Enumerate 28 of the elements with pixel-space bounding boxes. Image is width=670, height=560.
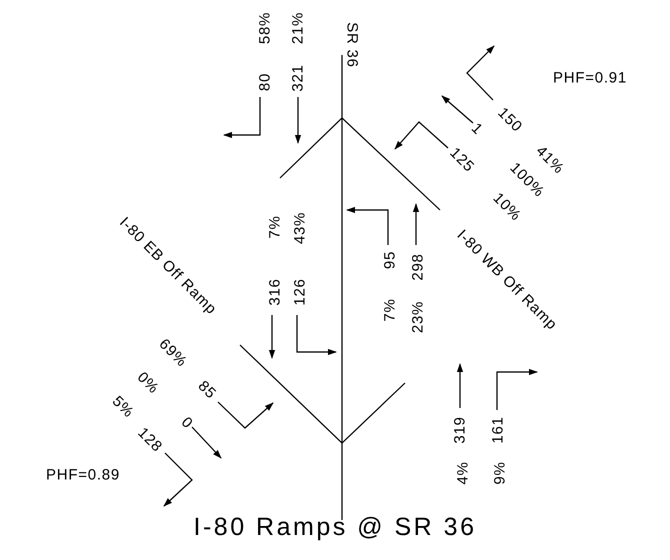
percentage-label: 23% [410,300,426,334]
volume-label: 126 [292,278,308,306]
percentage-label: 5% [110,394,136,420]
volume-label: 321 [290,64,306,92]
volume-label: 85 [195,378,219,402]
volume-label: 150 [495,105,525,135]
volume-label: 298 [410,253,426,281]
percentage-label: 58% [258,12,272,44]
volume-label: 95 [382,250,398,270]
volume-label: 1 [468,120,486,138]
volume-label: 316 [268,278,282,306]
phf-label: PHF=0.91 [553,70,627,86]
phf-label: PHF=0.89 [46,468,120,482]
volume-label: 0 [178,414,196,432]
percentage-label: 4% [456,461,470,485]
road-name: SR 36 [344,22,360,68]
percentage-label: 9% [492,461,508,485]
volume-label: 80 [258,72,272,92]
percentage-label: 0% [134,370,162,396]
volume-label: 319 [452,416,468,444]
percentage-label: 43% [292,212,308,244]
percentage-label: 7% [268,215,282,239]
percentage-label: 21% [290,12,306,44]
diagram-title: I-80 Ramps @ SR 36 [194,515,476,540]
percentage-label: 7% [382,298,398,322]
volume-label: 125 [447,145,477,175]
volume-label: 128 [135,425,165,455]
volume-label: 161 [490,416,506,444]
